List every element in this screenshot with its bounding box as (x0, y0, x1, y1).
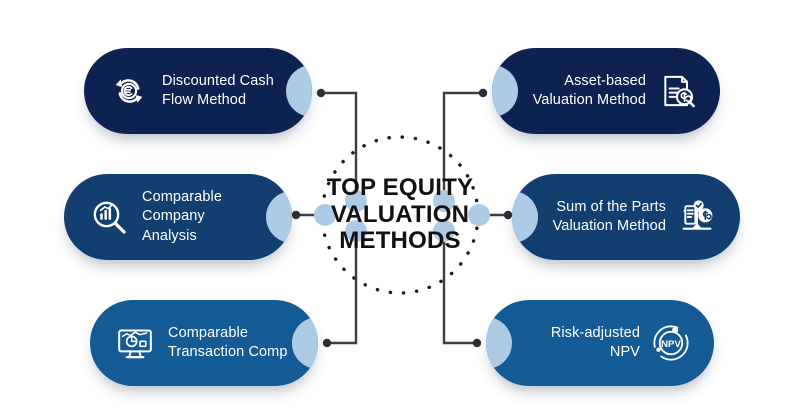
connector-dcf-endcap (316, 88, 326, 98)
connector-bump-cca (266, 191, 292, 243)
center-title-line-3: METHODS (339, 227, 461, 255)
connector-bump-dcf (286, 65, 312, 117)
node-comparable-company-analysis[interactable]: Comparable Company Analysis (64, 174, 292, 260)
npv-orbit-icon: NPV (650, 322, 692, 364)
connector-bump-ctc (292, 317, 318, 369)
connector-cca-endcap (291, 210, 301, 220)
connector-sotp-endcap (503, 210, 513, 220)
node-label-npv: Risk-adjusted NPV (550, 324, 640, 360)
node-label-asset: Asset-based Valuation Method (532, 72, 646, 108)
node-label-cca: Comparable Company Analysis (142, 189, 222, 244)
connector-bump-asset (492, 65, 518, 117)
monitor-analytics-icon (114, 322, 156, 364)
node-asset-based-valuation[interactable]: Asset-based Valuation Method (492, 48, 720, 134)
node-sum-of-the-parts-valuation[interactable]: Sum of the Parts Valuation Method (512, 174, 740, 260)
center-title-line-2: VALUATION (330, 200, 470, 228)
connector-asset-endcap (478, 88, 488, 98)
connector-bump-sotp (512, 191, 538, 243)
node-comparable-transaction-comp[interactable]: Comparable Transaction Comp (90, 300, 318, 386)
node-label-ctc: Comparable Transaction Comp (168, 324, 288, 360)
connector-ctc-endcap (322, 338, 332, 348)
connector-bump-npv (486, 317, 512, 369)
euro-cycle-arrows-icon (108, 70, 150, 112)
magnifier-bar-chart-icon (88, 196, 130, 238)
node-label-dcf: Discounted Cash Flow Method (162, 72, 274, 108)
center-title: TOP EQUITY VALUATION METHODS (300, 160, 500, 270)
node-discounted-cash-flow[interactable]: Discounted Cash Flow Method (84, 48, 312, 134)
connector-npv-endcap (472, 338, 482, 348)
node-label-sotp: Sum of the Parts Valuation Method (552, 198, 666, 234)
document-magnifier-dollar-icon (656, 70, 698, 112)
node-risk-adjusted-npv[interactable]: Risk-adjusted NPV NPV (486, 300, 714, 386)
center-title-line-1: TOP EQUITY (326, 173, 474, 201)
svg-text:NPV: NPV (661, 339, 681, 350)
balance-scale-dollar-icon (676, 196, 718, 238)
